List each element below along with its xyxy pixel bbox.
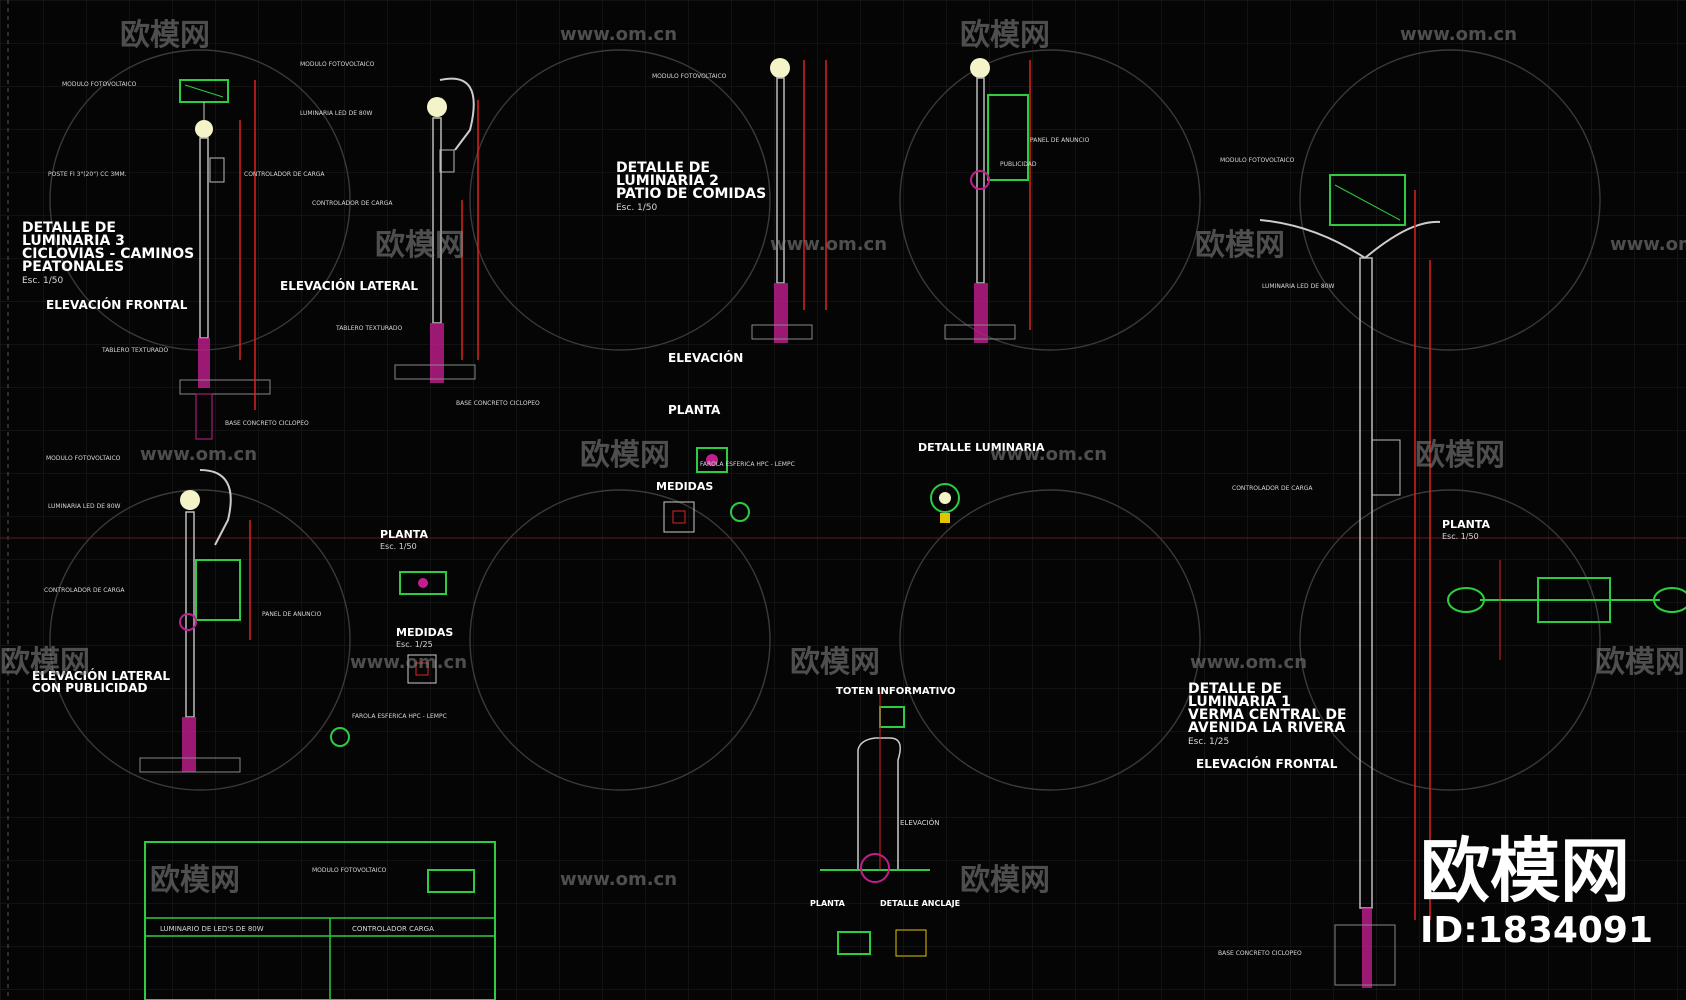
planta-3-label: PLANTA [1442,518,1490,531]
note-modulo-2: MODULO FOTOVOLTAICO [300,61,375,68]
elev-lateral-pub-1: ELEVACIÓN LATERAL [32,668,170,683]
note-publicidad: PUBLICIDAD [1000,161,1037,168]
luminaria1-title-3: VERMA CENTRAL DE [1188,707,1347,723]
luminaria3-title-4: PEATONALES [22,259,124,275]
watermark-brand-9: 欧模网 [1595,645,1685,680]
luminaria3-lateral [394,77,479,383]
watermark-url-3: www.om.cn [770,234,887,255]
note-base-1: BASE CONCRETO CICLOPEO [225,420,309,427]
watermark-brand-7: 欧模网 [0,645,90,680]
luminaria1-title-4: AVENIDA LA RIVERA [1188,720,1345,736]
planta-3 [1447,560,1686,660]
note-base-3: BASE CONCRETO CICLOPEO [1218,950,1302,957]
medidas-1 [330,654,437,747]
table-col2-header: CONTROLADOR CARGA [352,925,434,933]
planta-totem-label: PLANTA [810,899,846,908]
luminaria1-title-1: DETALLE DE [1188,681,1282,697]
watermark-brand-5: 欧模网 [580,438,670,473]
note-controlador-4: CONTROLADOR DE CARGA [1232,485,1313,492]
note-base-2: BASE CONCRETO CICLOPEO [456,400,540,407]
elev-lateral-pub-2: CON PUBLICIDAD [32,681,148,695]
detalle-anclaje-label: DETALLE ANCLAJE [880,899,960,908]
luminaria1-scale: Esc. 1/25 [1188,737,1229,747]
watermark-brand-11: 欧模网 [960,863,1050,898]
detalle-luminaria-label: DETALLE LUMINARIA [918,441,1045,454]
luminaria3-title-1: DETALLE DE [22,220,116,236]
watermark-brand-6: 欧模网 [1415,438,1505,473]
note-farola-2: FAROLA ESFERICA HPC - LEMPC [700,461,795,468]
planta-2 [663,447,750,533]
medidas-1-label: MEDIDAS [396,626,453,639]
luminaria3-scale: Esc. 1/50 [22,276,64,286]
planta-1-scale: Esc. 1/50 [380,542,417,551]
elev-frontal-1: ELEVACIÓN FRONTAL [46,297,188,312]
watermark-brand-8: 欧模网 [790,645,880,680]
note-modulo-4: MODULO FOTOVOLTAICO [652,73,727,80]
note-tablero-2: TABLERO TEXTURADO [335,325,403,332]
watermark-url-6: www.om.cn [990,444,1107,465]
luminaria3-publicidad [139,469,251,773]
note-tablero-1: TABLERO TEXTURADO [101,347,169,354]
note-controlador-1: CONTROLADOR DE CARGA [244,171,325,178]
watermark-brand-3: 欧模网 [375,228,465,263]
note-modulo-6: MODULO FOTOVOLTAICO [312,867,387,874]
detalle-luminaria [930,483,960,523]
luminaria2-title-3: PATIO DE COMIDAS [616,186,766,202]
note-panel-1: PANEL DE ANUNCIO [262,611,322,618]
luminaria2-title-2: LUMINARIA 2 [616,173,719,189]
watermark-url-1: www.om.cn [560,24,677,45]
note-modulo-5: MODULO FOTOVOLTAICO [1220,157,1295,164]
note-luminaria-led-3: LUMINARIA LED DE 80W [1262,283,1335,290]
elev-frontal-3: ELEVACIÓN FRONTAL [1196,756,1338,771]
watermark-brand-1: 欧模网 [120,18,210,53]
watermark-circles [49,49,1601,791]
luminaria1-title-2: LUMINARIA 1 [1188,694,1291,710]
brand-logo-text: 欧模网 [1420,830,1630,912]
luminaria2-scale: Esc. 1/50 [616,203,658,213]
elev-lateral-1: ELEVACIÓN LATERAL [280,278,418,293]
note-controlador-3: CONTROLADOR DE CARGA [44,587,125,594]
elevacion-2: ELEVACIÓN [668,350,743,365]
spec-table [144,841,496,1000]
totem [820,692,930,957]
medidas-1-scale: Esc. 1/25 [396,640,433,649]
watermark-brand-4: 欧模网 [1195,228,1285,263]
medidas-2-label: MEDIDAS [656,480,713,493]
watermark-url-7: www.om.cn [350,652,467,673]
luminaria3-title-3: CICLOVIAS - CAMINOS [22,246,194,262]
watermark-url-2: www.om.cn [1400,24,1517,45]
planta-3-scale: Esc. 1/50 [1442,532,1479,541]
note-luminaria-led-1: LUMINARIA LED DE 80W [300,110,373,117]
luminaria1-frontal [1259,174,1441,988]
note-controlador-2: CONTROLADOR DE CARGA [312,200,393,207]
luminaria2-elevacion [751,58,827,343]
watermark-url-8: www.om.cn [1190,652,1307,673]
totem-label: TOTEN INFORMATIVO [836,686,955,697]
planta-1-label: PLANTA [380,528,428,541]
watermark-url-9: www.om.cn [560,869,677,890]
note-modulo-1: MODULO FOTOVOLTAICO [62,81,137,88]
note-panel-2: PANEL DE ANUNCIO [1030,137,1090,144]
planta-2-label: PLANTA [668,403,721,417]
note-poste-1: POSTE FI 3"(20") CC 3MM. [48,171,127,178]
table-col1-header: LUMINARIO DE LED'S DE 80W [160,925,264,933]
planta-1 [399,571,447,595]
note-modulo-3: MODULO FOTOVOLTAICO [46,455,121,462]
watermark-url-5: www.om.cn [140,444,257,465]
luminaria3-title-2: LUMINARIA 3 [22,233,125,249]
luminaria2-title-1: DETALLE DE [616,160,710,176]
luminaria3-frontal [179,79,271,440]
note-luminaria-led-2: LUMINARIA LED DE 80W [48,503,121,510]
watermark-url-4: www.om.cn [1610,234,1686,255]
watermark-brand-10: 欧模网 [150,863,240,898]
id-label: ID:1834091 [1420,910,1653,951]
luminaria2-lateral [944,58,1031,343]
note-farola-1: FAROLA ESFERICA HPC - LEMPC [352,713,447,720]
watermark-brand-2: 欧模网 [960,18,1050,53]
elevacion-totem-label: ELEVACIÓN [900,818,939,827]
